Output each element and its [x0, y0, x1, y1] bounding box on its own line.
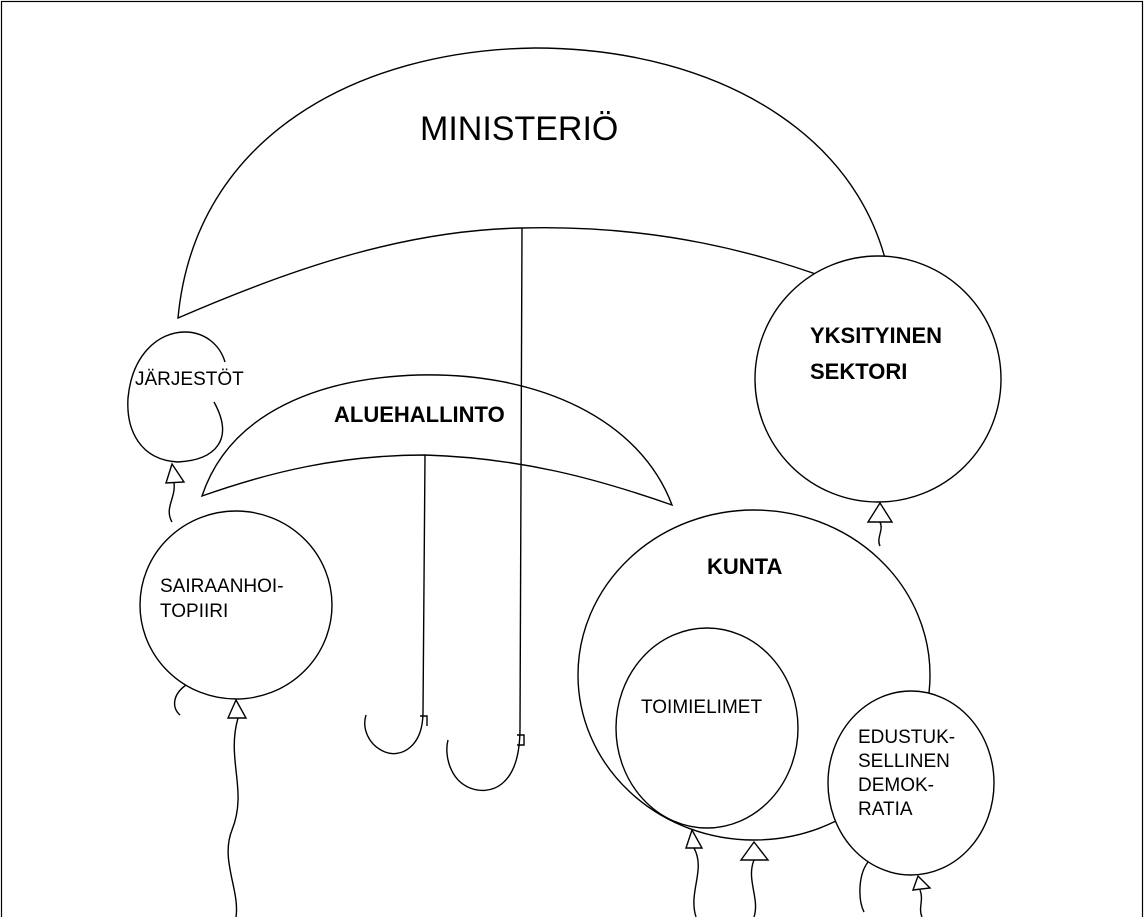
jarjestot-string	[168, 482, 175, 523]
yksityinen-sektori-string	[878, 521, 882, 547]
label-ministerio: MINISTERIÖ	[420, 110, 618, 148]
yksityinen-sektori-knot	[866, 501, 894, 523]
jarjestot-knot	[165, 462, 186, 484]
sairaanhoitopiiri-balloon	[139, 510, 333, 918]
label-aluehallinto: ALUEHALLINTO	[334, 402, 505, 427]
label-kunta: KUNTA	[707, 554, 782, 579]
yksityinen-sektori-circle	[754, 255, 1002, 503]
ministerio-canopy	[177, 47, 894, 320]
aluehallinto-handle	[364, 711, 424, 755]
edustuksellinen-demokratia-knot	[911, 874, 932, 891]
ministerio-handle-tip	[517, 734, 525, 746]
label-edustuksellinen-line1: EDUSTUK-	[858, 727, 955, 748]
label-edustuksellinen-line4: RATIA	[858, 799, 913, 820]
sairaanhoitopiiri-tail	[173, 684, 187, 716]
kunta-knot	[739, 840, 770, 861]
aluehallinto-canopy	[200, 374, 674, 507]
toimielimet-balloon	[615, 627, 799, 918]
ministerio-handle	[446, 727, 521, 792]
aluehallinto-shaft	[422, 454, 426, 713]
label-sairaanhoitopiiri-line1: SAIRAANHOI-	[160, 576, 284, 597]
aluehallinto-umbrella	[200, 374, 674, 755]
edustuksellinen-demokratia-circle	[827, 690, 995, 876]
label-edustuksellinen-line3: DEMOK-	[858, 775, 934, 796]
toimielimet-string	[693, 847, 699, 918]
label-toimielimet: TOIMIELIMET	[641, 697, 762, 718]
edustuksellinen-demokratia-string	[919, 889, 923, 918]
label-yksityinen-sektori-line2: SEKTORI	[810, 359, 907, 384]
sairaanhoitopiiri-knot	[226, 698, 248, 719]
label-yksityinen-sektori-line1: YKSITYINEN	[810, 323, 942, 348]
edustuksellinen-demokratia-balloon	[827, 690, 995, 918]
ministerio-umbrella	[177, 47, 894, 792]
edustuksellinen-demokratia-tail	[859, 861, 869, 913]
aluehallinto-handle-tip	[420, 715, 428, 726]
jarjestot-balloon	[127, 331, 226, 523]
label-edustuksellinen-line2: SELLINEN	[858, 751, 950, 772]
label-sairaanhoitopiiri-line2: TOPIIRI	[160, 601, 228, 622]
yksityinen-sektori-balloon	[754, 255, 1002, 547]
toimielimet-knot	[685, 828, 704, 849]
sairaanhoitopiiri-string	[227, 717, 239, 918]
ministerio-shaft	[519, 227, 523, 729]
kunta-string	[750, 859, 757, 918]
jarjestot-outline	[127, 331, 226, 463]
toimielimet-circle	[615, 627, 799, 829]
label-jarjestot: JÄRJESTÖT	[135, 369, 244, 390]
